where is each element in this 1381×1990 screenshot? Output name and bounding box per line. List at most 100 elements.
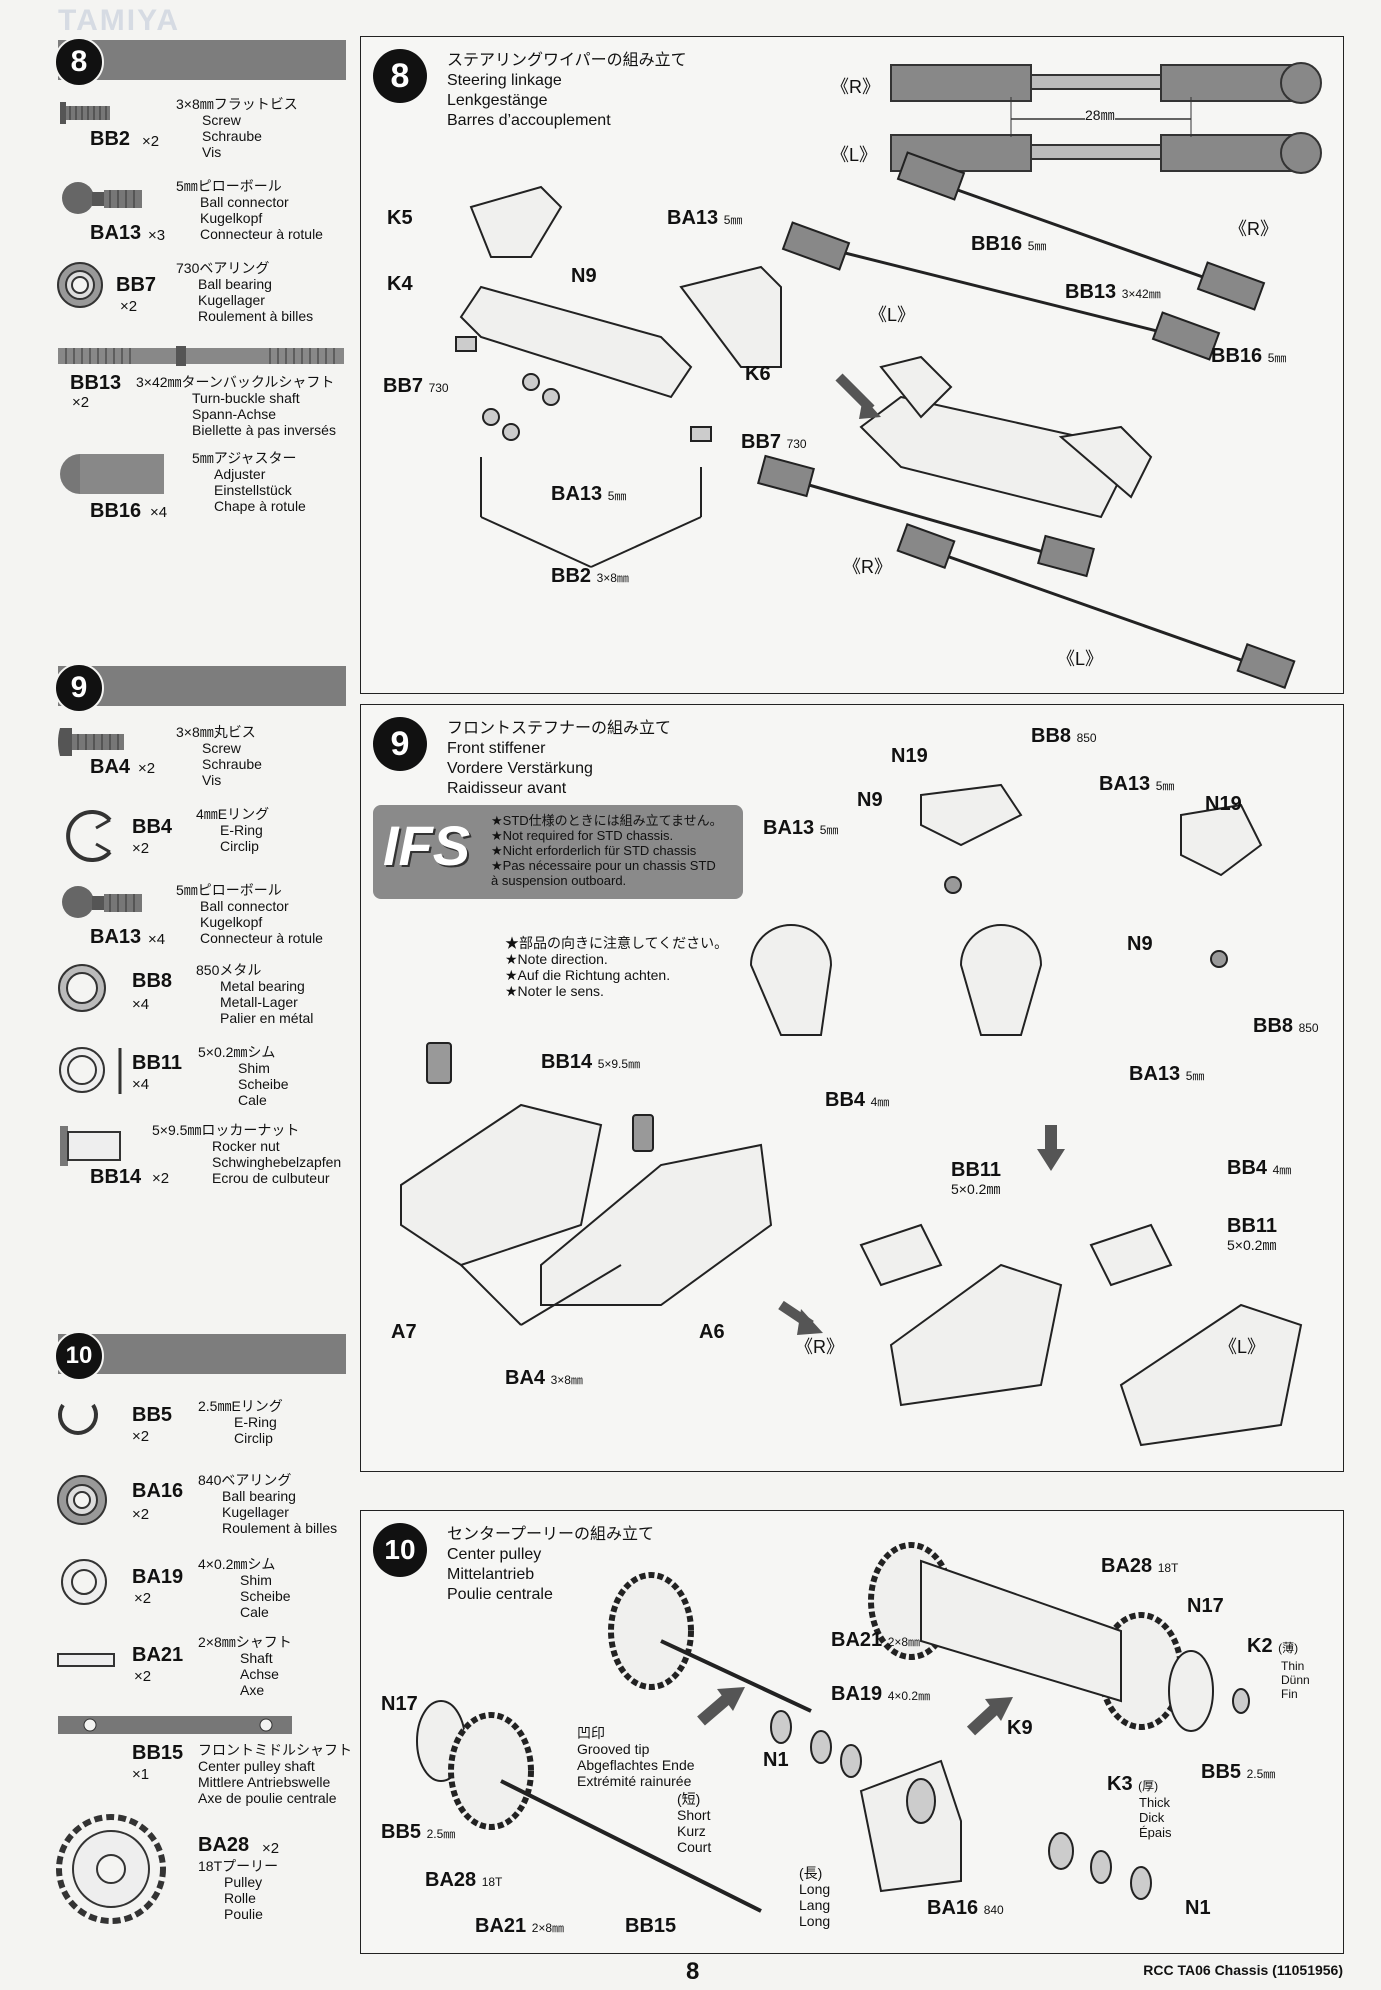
part-desc: 4㎜Eリング E-Ring Circlip bbox=[196, 806, 270, 854]
part-bb16: BB16 ×4 5㎜アジャスター Adjuster Einstellstück … bbox=[56, 450, 352, 522]
label-n17-right: N17 bbox=[1187, 1595, 1224, 1617]
part-desc: 5×9.5㎜ロッカーナット Rocker nut Schwinghebelzap… bbox=[152, 1122, 342, 1186]
part-desc: 5㎜ピローボール Ball connector Kugelkopf Connec… bbox=[176, 882, 323, 946]
shim-icon bbox=[61, 1559, 107, 1605]
panel-title: フロントステフナーの組み立て Front stiffener Vordere V… bbox=[447, 720, 672, 797]
part-code: BB16 bbox=[90, 500, 142, 522]
part-qty: ×2 bbox=[134, 1668, 152, 1685]
pulley-shaft-icon bbox=[58, 1716, 292, 1734]
step-8-number: 8 bbox=[54, 37, 104, 87]
part-ba13: BA13 ×3 5㎜ピローボール Ball connector Kugelkop… bbox=[56, 178, 352, 244]
label-bb13: BB13 3×42㎜ bbox=[1065, 281, 1161, 303]
part-code: BA21 bbox=[132, 1644, 184, 1666]
label-r: 《R》 bbox=[831, 77, 880, 97]
part-qty: ×2 bbox=[132, 840, 150, 857]
label-l: 《L》 bbox=[1219, 1337, 1266, 1357]
center-pulley-illustration bbox=[416, 1542, 1250, 1913]
step-badge: 9 bbox=[373, 717, 427, 771]
bearing-icon bbox=[57, 1475, 107, 1525]
part-bb2: BB2 ×2 3×8㎜フラットビス Screw Schraube Vis bbox=[56, 96, 352, 160]
k2-thin-note: Thin Dünn Fin bbox=[1281, 1659, 1310, 1701]
rocker-nut-icon bbox=[60, 1126, 121, 1166]
e-ring-icon bbox=[58, 1403, 98, 1435]
part-desc: 3×8㎜フラットビス Screw Schraube Vis bbox=[176, 96, 298, 160]
label-l: 《L》 bbox=[831, 145, 878, 165]
label-ba13-top: BA13 5㎜ bbox=[667, 207, 743, 229]
label-n9-top: N9 bbox=[857, 789, 883, 811]
part-qty: ×4 bbox=[132, 996, 150, 1013]
part-bb11: BB11 ×4 5×0.2㎜シム Shim Scheibe Cale bbox=[56, 1044, 352, 1108]
label-ba16: BA16 840 bbox=[927, 1897, 1004, 1919]
label-r-2: 《R》 bbox=[1229, 219, 1278, 239]
ifs-text: ★STD仕様のときには組み立てません。 ★Not required for ST… bbox=[491, 813, 723, 888]
panel-step-9: 9 フロントステフナーの組み立て Front stiffener Vordere… bbox=[360, 704, 1344, 1472]
part-qty: ×2 bbox=[132, 1428, 150, 1445]
part-qty: ×2 bbox=[262, 1840, 280, 1857]
label-bb5-left: BB5 2.5㎜ bbox=[381, 1821, 456, 1843]
part-desc: 730ベアリング Ball bearing Kugellager Rouleme… bbox=[176, 260, 314, 324]
label-bb2: BB2 3×8㎜ bbox=[551, 565, 629, 587]
brand-watermark: TAMIYA bbox=[58, 4, 181, 37]
e-ring-icon bbox=[66, 810, 112, 862]
part-desc: 2.5㎜Eリング E-Ring Circlip bbox=[198, 1398, 283, 1446]
part-bb15: BB15 ×1 フロントミドルシャフト Center pulley shaft … bbox=[56, 1712, 352, 1806]
label-bb4-left: BB4 4㎜ bbox=[825, 1089, 890, 1111]
part-qty: ×2 bbox=[72, 394, 90, 411]
part-ba16: BA16 ×2 840ベアリング Ball bearing Kugellager… bbox=[56, 1472, 352, 1536]
label-ba19: BA19 4×0.2㎜ bbox=[831, 1683, 931, 1705]
part-code: BB11 bbox=[132, 1052, 183, 1074]
part-qty: ×2 bbox=[152, 1170, 170, 1187]
label-n9: N9 bbox=[571, 265, 597, 287]
label-bb8-top: BB8 850 bbox=[1031, 725, 1097, 747]
label-ba21-left: BA21 2×8㎜ bbox=[475, 1915, 565, 1937]
label-a7: A7 bbox=[391, 1321, 417, 1343]
part-code: BA4 bbox=[90, 756, 131, 778]
label-bb7-left: BB7 730 bbox=[383, 375, 449, 397]
direction-note: ★部品の向きに注意してください。 ★Note direction. ★Auf d… bbox=[505, 935, 729, 999]
part-ba21: BA21 ×2 2×8㎜シャフト Shaft Achse Axe bbox=[56, 1634, 352, 1698]
label-bb4-right: BB4 4㎜ bbox=[1227, 1157, 1292, 1179]
panel-title: ステアリングワイパーの組み立て Steering linkage Lenkges… bbox=[447, 52, 687, 129]
part-qty: ×2 bbox=[142, 133, 160, 150]
part-qty: ×3 bbox=[148, 227, 166, 244]
part-qty: ×4 bbox=[132, 1076, 150, 1093]
label-k2: K2 (薄) bbox=[1247, 1635, 1299, 1657]
panel-step-8: 8 ステアリングワイパーの組み立て Steering linkage Lenkg… bbox=[360, 36, 1344, 694]
part-desc: 840ベアリング Ball bearing Kugellager Rouleme… bbox=[198, 1472, 338, 1536]
label-k4: K4 bbox=[387, 273, 413, 295]
turnbuckle-shaft-icon bbox=[58, 346, 344, 366]
label-ba21-right: BA21 2×8㎜ bbox=[831, 1629, 921, 1651]
label-bb8-right: BB8 850 bbox=[1253, 1015, 1319, 1037]
part-desc: 3×8㎜丸ビス Screw Schraube Vis bbox=[176, 724, 262, 788]
part-qty: ×1 bbox=[132, 1766, 150, 1783]
part-desc: 5㎜アジャスター Adjuster Einstellstück Chape à … bbox=[192, 450, 306, 514]
part-qty: ×2 bbox=[134, 1590, 152, 1607]
label-ba28-left: BA28 18T bbox=[425, 1869, 503, 1891]
step-10-number: 10 bbox=[54, 1331, 104, 1381]
part-bb14: BB14 ×2 5×9.5㎜ロッカーナット Rocker nut Schwing… bbox=[56, 1122, 352, 1188]
label-bb5-right: BB5 2.5㎜ bbox=[1201, 1761, 1276, 1783]
label-ba28-right: BA28 18T bbox=[1101, 1555, 1179, 1577]
k3-thick-note: Thick Dick Épais bbox=[1139, 1795, 1172, 1840]
label-bb16-bottom: BB16 5㎜ bbox=[1211, 345, 1287, 367]
adjuster-icon bbox=[60, 454, 164, 494]
step-9-header: 9 bbox=[54, 663, 346, 713]
part-code: BB7 bbox=[116, 274, 157, 296]
label-ba13-right: BA13 5㎜ bbox=[1099, 773, 1175, 795]
front-stiffener-illustration bbox=[400, 783, 1303, 1447]
label-bb14: BB14 5×9.5㎜ bbox=[541, 1051, 641, 1073]
part-bb5: BB5 ×2 2.5㎜Eリング E-Ring Circlip bbox=[56, 1398, 352, 1458]
label-n17-left: N17 bbox=[381, 1693, 418, 1715]
part-ba19: BA19 ×2 4×0.2㎜シム Shim Scheibe Cale bbox=[56, 1556, 352, 1620]
part-desc: 5㎜ピローボール Ball connector Kugelkopf Connec… bbox=[176, 178, 323, 242]
metal-bearing-icon bbox=[58, 964, 106, 1012]
part-bb4: BB4 ×2 4㎜Eリング E-Ring Circlip bbox=[56, 806, 352, 870]
part-code: BB13 bbox=[70, 372, 122, 394]
label-bb11-right-size: 5×0.2㎜ bbox=[1227, 1237, 1277, 1253]
long-note: (長) Long Lang Long bbox=[799, 1865, 831, 1929]
label-bb7-right: BB7 730 bbox=[741, 431, 807, 453]
part-code: BB14 bbox=[90, 1166, 142, 1188]
label-bb11-right: BB11 bbox=[1227, 1215, 1278, 1237]
label-k3: K3 (厚) bbox=[1107, 1773, 1159, 1795]
label-ba13-bottom: BA13 5㎜ bbox=[1129, 1063, 1205, 1085]
